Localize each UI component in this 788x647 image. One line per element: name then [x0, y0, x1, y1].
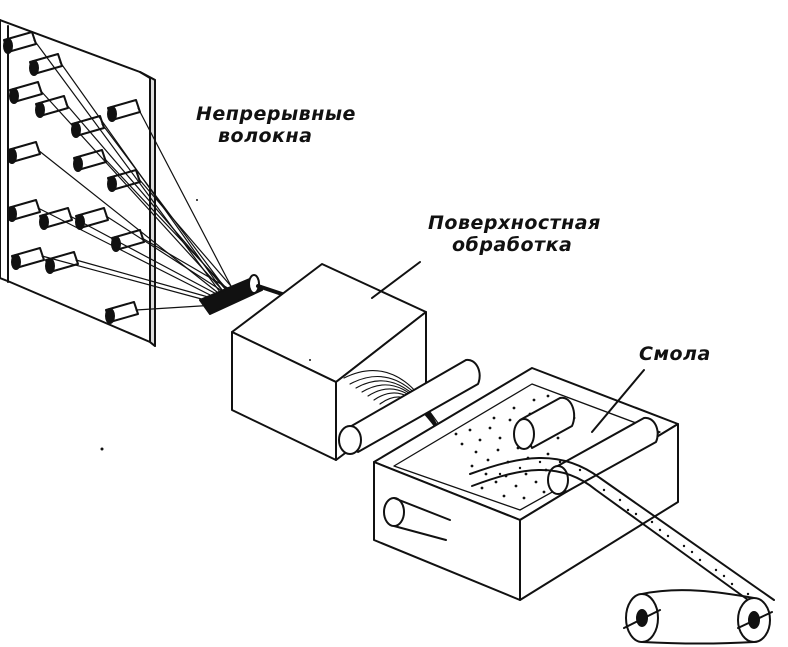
surface-treatment-leader [371, 261, 421, 299]
scan-specks [100, 199, 311, 451]
bobbin-icon [7, 199, 41, 222]
bobbin-icon [105, 301, 139, 324]
label-line: Непрерывные [196, 103, 356, 125]
bobbin-icon [3, 31, 37, 54]
bobbin-icon [35, 95, 69, 118]
fiber-strands [33, 39, 239, 311]
tape-dots [498, 460, 758, 602]
bobbin-icon [9, 81, 43, 104]
label-surface-treatment: Поверхностная обработка [428, 212, 601, 256]
bobbin-icon [39, 207, 73, 230]
label-line: обработка [452, 234, 573, 256]
label-continuous-fibers: Непрерывные волокна [196, 103, 356, 147]
immersion-roller [513, 396, 576, 450]
bobbin-icon [73, 149, 107, 172]
bobbins [3, 31, 145, 324]
label-resin: Смола [639, 343, 711, 365]
bottom-roller [383, 497, 451, 541]
take-up-pulleys [623, 589, 773, 645]
bobbin-icon [11, 247, 45, 270]
label-line: волокна [218, 125, 313, 147]
impregnated-tape [469, 457, 775, 611]
bobbin-icon [7, 141, 41, 164]
guide-roller [338, 358, 481, 455]
resin-leader [591, 369, 645, 433]
bobbin-icon [29, 53, 63, 76]
creel-board [0, 19, 156, 347]
label-line: Поверхностная [428, 212, 601, 234]
